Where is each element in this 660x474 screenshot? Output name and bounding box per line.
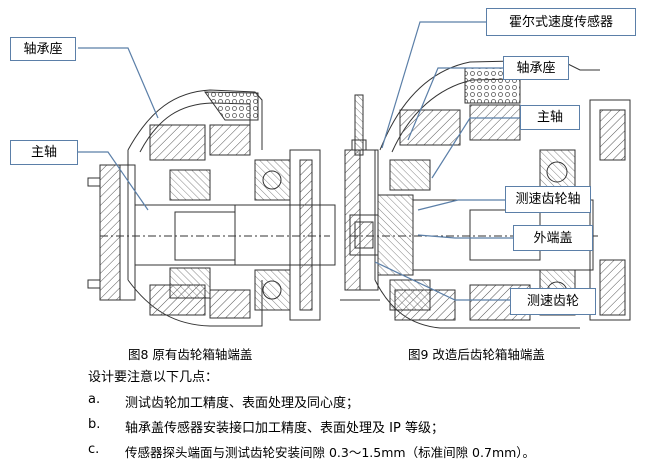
fig8-drawing: [87, 89, 336, 327]
note-marker: b.: [88, 417, 101, 432]
caption-fig8: 图8 原有齿轮箱轴端盖: [128, 347, 253, 362]
label-bearing-seat-left: 轴承座: [10, 37, 76, 61]
label-main-shaft-right: 主轴: [520, 105, 580, 130]
caption-fig9: 图9 改造后齿轮箱轴端盖: [408, 347, 545, 362]
label-main-shaft-left: 主轴: [10, 140, 78, 165]
note-text: 轴承盖传感器安装接口加工精度、表面处理及 IP 等级；: [125, 421, 444, 436]
label-speed-gear: 测速齿轮: [510, 288, 596, 315]
leader-lines: [78, 21, 520, 301]
label-hall-sensor: 霍尔式速度传感器: [486, 8, 636, 36]
note-text: 传感器探头端面与测试齿轮安装间隙 0.3～1.5mm（标准间隙 0.7mm）。: [125, 445, 536, 460]
gearbox-drawings: [78, 21, 631, 329]
label-speed-gear-shaft: 测速齿轮轴: [505, 186, 591, 213]
label-outer-end-cover: 外端盖: [513, 225, 593, 251]
notes-intro: 设计要注意以下几点：: [88, 370, 219, 385]
label-bearing-seat-right: 轴承座: [503, 56, 569, 80]
note-text: 测试齿轮加工精度、表面处理及同心度；: [125, 396, 360, 411]
note-marker: c.: [88, 442, 100, 457]
note-marker: a.: [88, 392, 101, 407]
